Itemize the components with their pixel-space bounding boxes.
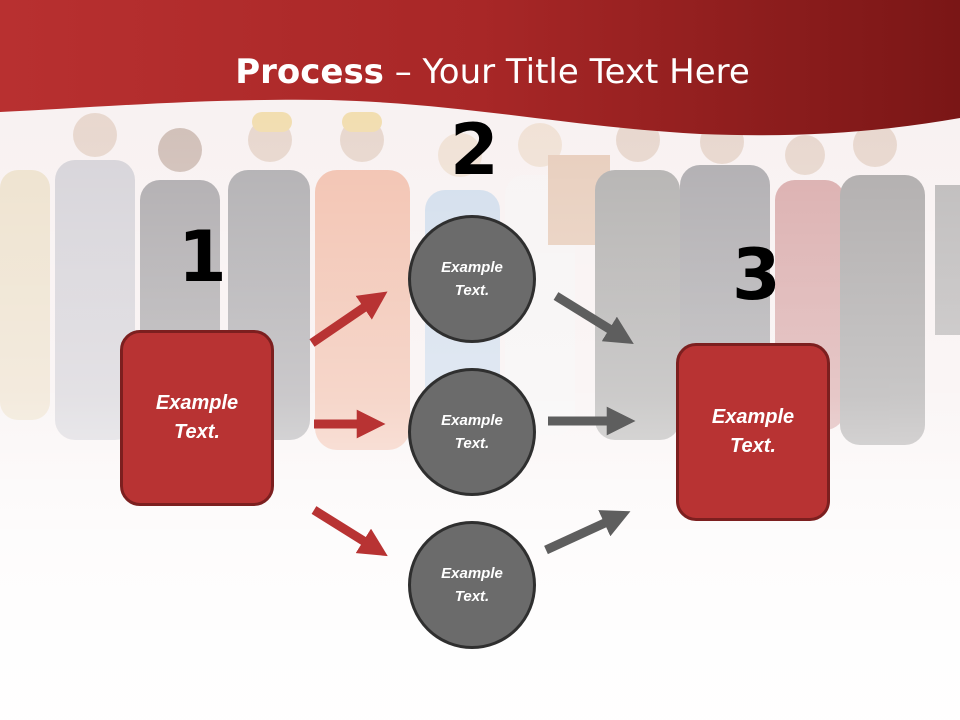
arrow-1-to-bottom [311, 506, 388, 557]
step-1-text: Example Text. [155, 392, 239, 443]
step-2-circle-bottom: Example Text. [408, 521, 536, 649]
slide-title: Process – Your Title Text Here [0, 52, 960, 92]
title-bold: Process [235, 52, 384, 92]
title-banner [0, 0, 960, 136]
arrow-1-to-top [309, 291, 388, 347]
step-2-circle-middle: Example Text. [408, 368, 536, 496]
arrow-bottom-to-3 [544, 510, 631, 555]
arrow-top-to-3 [553, 292, 634, 345]
step-2-circle-top: Example Text. [408, 215, 536, 343]
step-number-1: 1 [178, 216, 227, 298]
step-3-text: Example Text. [711, 406, 795, 457]
title-rest: – Your Title Text Here [383, 52, 750, 92]
circle-bottom-text: Example Text. [441, 565, 503, 605]
circle-top-text: Example Text. [441, 259, 503, 299]
step-number-3: 3 [732, 234, 781, 316]
step-1-box: Example Text. [120, 330, 274, 506]
circle-middle-text: Example Text. [441, 412, 503, 452]
step-number-2: 2 [450, 109, 499, 191]
step-3-box: Example Text. [676, 343, 830, 521]
